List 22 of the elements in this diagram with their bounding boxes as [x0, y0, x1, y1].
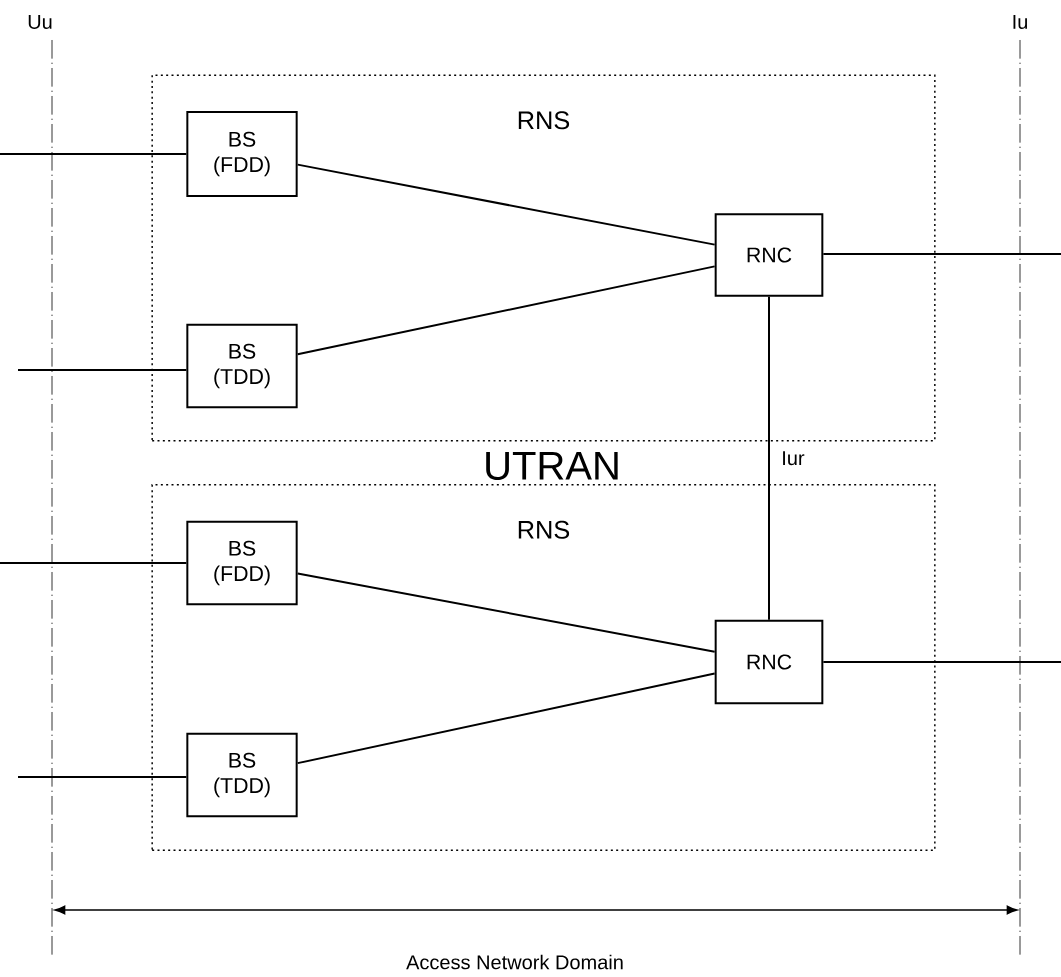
connector-line: [0, 153, 188, 155]
edge-label: Iur: [779, 449, 806, 467]
node-box: BS (TDD): [186, 323, 298, 409]
node-box: BS (FDD): [186, 111, 298, 197]
node-box: BS (TDD): [186, 732, 298, 818]
connector-line: [17, 369, 188, 371]
connector-line: [768, 295, 770, 621]
connector-line: [822, 253, 1061, 255]
node-box: RNC: [714, 213, 824, 297]
node-box: BS (FDD): [186, 520, 298, 606]
connector-line: [0, 562, 188, 564]
text-label: Uu: [28, 15, 52, 29]
connector-line: [17, 776, 188, 778]
connector-line: [296, 572, 716, 653]
text-label: Access Network Domain: [406, 954, 623, 970]
text-label: UTRAN: [481, 450, 623, 482]
connector-line: [296, 265, 716, 356]
text-label: Iu: [1013, 15, 1027, 29]
connector-line: [822, 661, 1061, 663]
connector-line: [296, 672, 716, 765]
connector-line: [296, 163, 716, 246]
node-box: RNC: [714, 619, 824, 705]
